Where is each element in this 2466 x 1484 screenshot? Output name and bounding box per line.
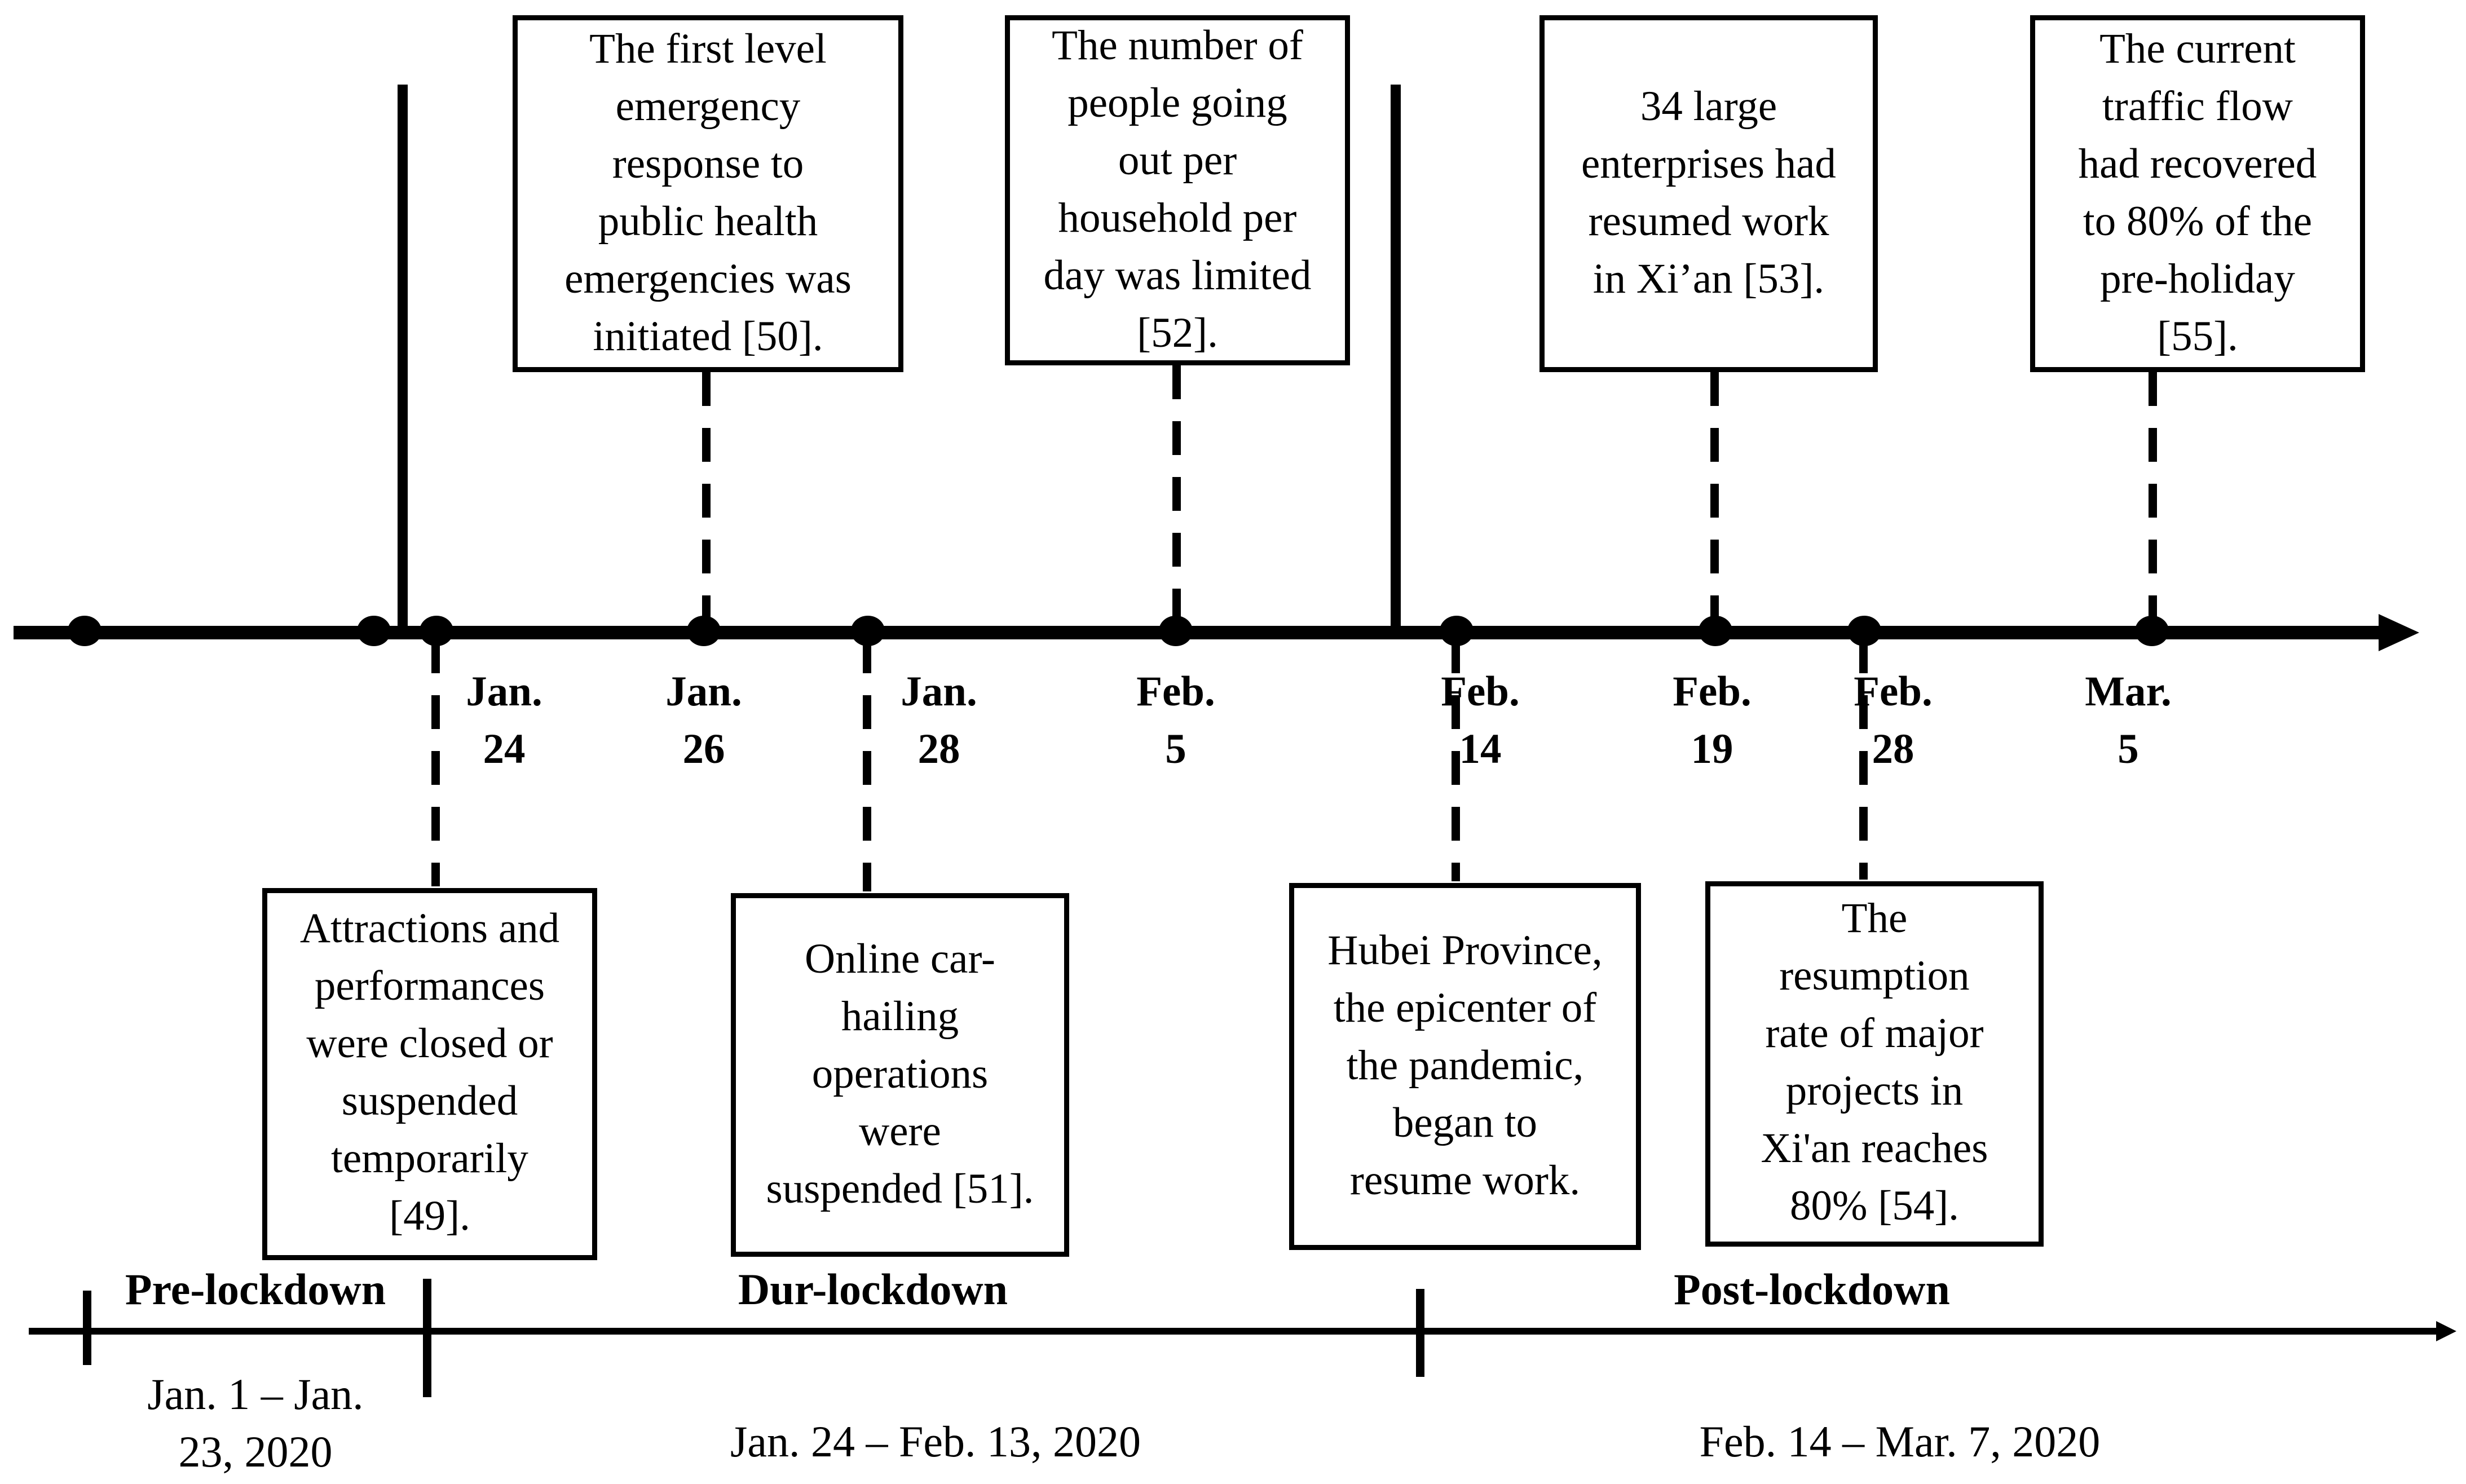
timeline-dot-feb-19: [1699, 616, 1732, 646]
phase-axis: [29, 1328, 2438, 1335]
event-box-feb-5: The number of people going out per house…: [1005, 15, 1350, 365]
date-label-jan-26: Jan. 26: [665, 670, 742, 773]
timeline-arrowhead-icon: [2379, 614, 2419, 651]
event-text: Attractions and performances were closed…: [299, 907, 560, 1240]
date-label-feb-28: Feb. 28: [1854, 670, 1933, 773]
dashed-connector-feb-14: [1452, 639, 1460, 881]
event-text: The number of people going out per house…: [1043, 23, 1312, 356]
timeline-axis: [14, 626, 2382, 639]
phase-axis-tick: [423, 1279, 431, 1397]
phase-label-dur-lockdown: Dur-lockdown: [738, 1265, 1008, 1314]
phase-axis-tick: [83, 1291, 91, 1365]
phase-label-post-lockdown: Post-lockdown: [1674, 1265, 1950, 1314]
date-label-jan-28: Jan. 28: [901, 670, 977, 773]
event-box-feb-19: 34 large enterprises had resumed work in…: [1539, 15, 1878, 372]
date-label-feb-19: Feb. 19: [1673, 670, 1752, 773]
phase-range-post-lockdown: Feb. 14 – Mar. 7, 2020: [1699, 1417, 2101, 1467]
dashed-connector-mar-5: [2149, 372, 2157, 629]
phase-range-dur-lockdown: Jan. 24 – Feb. 13, 2020: [730, 1417, 1141, 1467]
timeline-dot-feb-5: [1159, 616, 1193, 646]
event-box-feb-14: Hubei Province, the epicenter of the pan…: [1289, 883, 1641, 1250]
event-box-mar-5: The current traffic flow had recovered t…: [2030, 15, 2365, 372]
dashed-connector-jan-26: [702, 372, 711, 629]
event-text: Hubei Province, the epicenter of the pan…: [1327, 928, 1603, 1204]
phase-range-pre-lockdown: Jan. 1 – Jan. 23, 2020: [147, 1370, 364, 1477]
event-text: 34 large enterprises had resumed work in…: [1581, 83, 1836, 302]
event-text: The current traffic flow had recovered t…: [2078, 26, 2317, 360]
timeline-dot-mar-5: [2135, 616, 2169, 646]
event-text: The first level emergency response to pu…: [564, 26, 852, 360]
timeline-dot-jan-26: [687, 616, 721, 646]
phase-boundary-line-lockdown-start: [398, 85, 408, 638]
phase-axis-tick: [1416, 1289, 1424, 1377]
phase-boundary-line-lockdown-end: [1391, 85, 1401, 638]
date-label-feb-14: Feb. 14: [1441, 670, 1520, 773]
event-text: The resumption rate of major projects in…: [1761, 896, 1988, 1230]
dashed-connector-jan-28: [863, 639, 871, 891]
dashed-connector-feb-5: [1172, 365, 1181, 629]
event-box-jan-28: Online car- hailing operations were susp…: [731, 893, 1069, 1257]
event-text: Online car- hailing operations were susp…: [766, 936, 1034, 1212]
dashed-connector-feb-19: [1710, 372, 1719, 629]
event-box-jan-24: Attractions and performances were closed…: [262, 888, 597, 1260]
date-label-mar-5: Mar. 5: [2085, 670, 2172, 773]
phase-label-pre-lockdown: Pre-lockdown: [125, 1265, 386, 1314]
event-box-feb-28: The resumption rate of major projects in…: [1705, 881, 2044, 1247]
phase-axis-arrowhead-icon: [2436, 1321, 2456, 1341]
timeline-dot: [68, 616, 102, 646]
date-label-jan-24: Jan. 24: [466, 670, 542, 773]
date-label-feb-5: Feb. 5: [1136, 670, 1215, 773]
event-box-jan-26: The first level emergency response to pu…: [513, 15, 903, 372]
dashed-connector-jan-24: [431, 639, 440, 886]
timeline-dot: [357, 616, 391, 646]
dashed-connector-feb-28: [1859, 639, 1868, 880]
